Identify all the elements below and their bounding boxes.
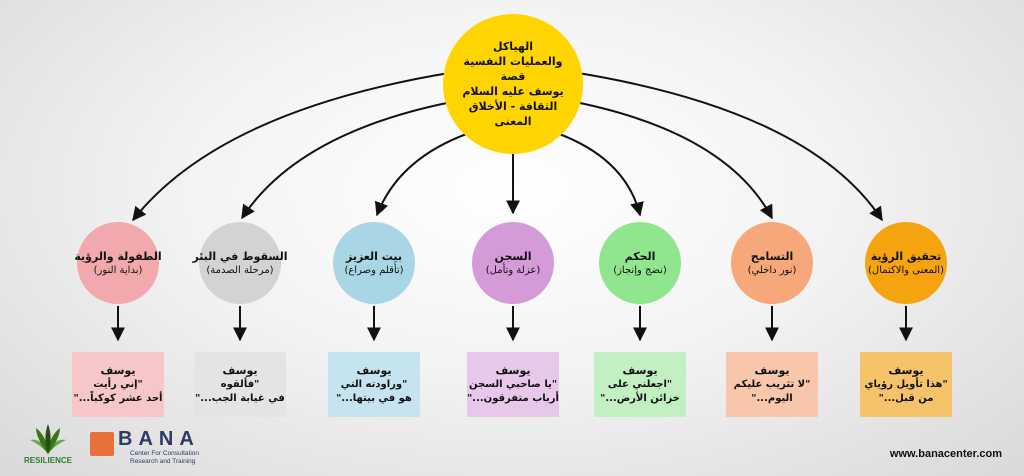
quote-line: اليوم..." [751, 392, 793, 404]
central-topic-line: الهياكل [493, 40, 533, 53]
stage-subtitle: (مرحلة الصدمة) [206, 265, 274, 276]
central-topic-circle: الهياكل والعمليات النفسية قصة يوسف عليه … [443, 14, 583, 154]
bana-logo-subtitle: Center For Consultation Research and Tra… [130, 450, 199, 466]
quote-box-well: يوسف "فألقوه في غيابة الجب..." [194, 352, 286, 417]
quote-line: "إني رأيت [93, 378, 143, 390]
stage-circle-rule: الحكم (نضج وإنجاز) [599, 222, 681, 304]
stage-title: السقوط في البئر [192, 250, 288, 263]
quote-name: يوسف [622, 363, 658, 377]
quote-box-aziz-house: يوسف "وراودته التي هو في بيتها..." [328, 352, 420, 417]
stage-subtitle: (عزلة وتأمل) [485, 265, 541, 276]
central-topic-line: قصة [500, 70, 526, 83]
quote-name: يوسف [888, 363, 924, 377]
quote-line: خزائن الأرض..." [600, 392, 680, 404]
stage-title: الطفولة والرؤية [74, 250, 162, 263]
stage-circle-prison: السجن (عزلة وتأمل) [472, 222, 554, 304]
stage-title: الحكم [624, 250, 656, 263]
quote-line: "اجعلني على [607, 378, 673, 390]
stage-title: التسامح [750, 250, 794, 263]
arrow-center-to-stage-6 [564, 99, 773, 220]
quote-line: "يا صاحبي السجن [468, 378, 558, 390]
stage-subtitle: (المعنى والاكتمال) [868, 265, 944, 276]
stage-subtitle: (نور داخلي) [747, 265, 797, 276]
stage-title: بيت العزيز [345, 250, 403, 263]
quote-name: يوسف [356, 363, 392, 377]
arrow-center-to-stage-1 [132, 71, 456, 222]
quote-box-prison: يوسف "يا صاحبي السجن أرباب متفرقون..." [467, 352, 559, 417]
bana-logo-subtitle-line: Center For Consultation [130, 450, 200, 457]
quote-line: "لا تثريب عليكم [733, 378, 811, 390]
bana-mark-icon [90, 432, 114, 456]
arrow-center-to-stage-7 [571, 71, 883, 222]
central-topic-line: الثقافة - الأخلاق [468, 100, 558, 113]
stage-circle-forgiveness: التسامح (نور داخلي) [731, 222, 813, 304]
arrow-center-to-stage-5 [547, 129, 644, 217]
stage-subtitle: (تأقلم وصراع) [344, 265, 404, 276]
quote-line: "وراودته التي [340, 378, 408, 390]
central-topic-line: والعمليات النفسية [463, 55, 563, 68]
bana-logo: BANA Center For Consultation Research an… [90, 428, 230, 466]
quote-name: يوسف [222, 363, 258, 377]
stage-circle-childhood: الطفولة والرؤية (بداية النور) [74, 222, 162, 304]
quote-box-forgiveness: يوسف "لا تثريب عليكم اليوم..." [726, 352, 818, 417]
quote-line: أرباب متفرقون..." [467, 392, 559, 404]
quote-name: يوسف [495, 363, 531, 377]
quote-box-childhood: يوسف "إني رأيت أحد عشر كوكباً..." [72, 352, 164, 417]
website-url: www.banacenter.com [889, 448, 1002, 460]
quote-line: في غيابة الجب..." [195, 392, 285, 404]
bana-logo-subtitle-line: Research and Training [130, 458, 196, 465]
central-topic-line: يوسف عليه السلام [462, 85, 564, 98]
leaf-icon [30, 424, 66, 454]
resilience-logo: RESILIENCE [18, 424, 78, 468]
quote-name: يوسف [100, 363, 136, 377]
arrow-center-to-stage-2 [241, 99, 463, 220]
stage-title: تحقيق الرؤية [870, 250, 942, 263]
arrow-center-to-stage-3 [374, 129, 479, 217]
stage-subtitle: (نضج وإنجاز) [613, 265, 667, 276]
bana-logo-name: BANA [118, 428, 200, 450]
quote-line: "فألقوه [220, 378, 260, 390]
stage-circle-well: السقوط في البئر (مرحلة الصدمة) [192, 222, 288, 304]
stage-title: السجن [494, 250, 532, 263]
quote-line: أحد عشر كوكباً..." [73, 392, 163, 404]
stage-circle-aziz-house: بيت العزيز (تأقلم وصراع) [333, 222, 415, 304]
stage-subtitle: (بداية النور) [93, 265, 143, 276]
quote-line: من قبل..." [878, 392, 934, 404]
quote-box-rule: يوسف "اجعلني على خزائن الأرض..." [594, 352, 686, 417]
quote-name: يوسف [754, 363, 790, 377]
resilience-logo-text: RESILIENCE [23, 456, 72, 465]
central-topic-line: المعنى [494, 115, 532, 128]
quote-box-vision-fulfilled: يوسف "هذا تأويل رؤياي من قبل..." [860, 352, 952, 417]
quote-line: "هذا تأويل رؤياي [864, 378, 948, 390]
quote-line: هو في بيتها..." [336, 392, 412, 404]
stage-circle-vision-fulfilled: تحقيق الرؤية (المعنى والاكتمال) [865, 222, 947, 304]
